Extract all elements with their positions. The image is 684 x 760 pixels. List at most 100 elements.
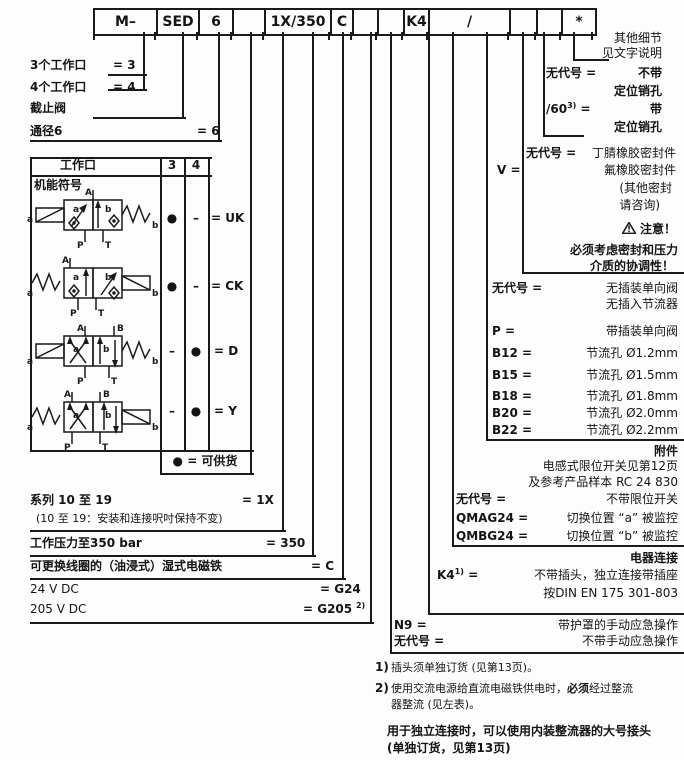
cv-p-code: P = <box>492 324 516 338</box>
code-solenoid: = C <box>311 559 335 573</box>
leader-line-horizontal <box>573 59 609 61</box>
leader-line-horizontal <box>543 135 584 137</box>
footnote2-pre: 使用交流电源给直流电磁铁供电时， <box>391 682 567 695</box>
table-header-col3: 3 <box>167 158 177 172</box>
svg-text:b: b <box>152 289 159 299</box>
seal-none-code: 无代号 = <box>526 146 577 160</box>
details-line1: 其他细节 <box>613 31 662 45</box>
model-code-row: M– SED 6 1X/350 C K4 / * <box>93 8 597 36</box>
label-size: 通径6 <box>30 124 63 138</box>
leader-line-vertical <box>350 32 352 40</box>
leader-line-vertical <box>559 32 561 40</box>
seal-warning-title: 注意！ <box>620 220 676 237</box>
svg-text:b: b <box>105 411 112 421</box>
label-series: 系列 10 至 19 <box>30 493 112 507</box>
man-n9-code: N9 = <box>394 618 427 632</box>
leader-line-vertical <box>428 32 430 613</box>
table-symbols-title: 机能符号 <box>34 178 83 192</box>
accessories-line2: 及参考产品样本 RC 24 830 <box>528 475 678 489</box>
leader-line-vertical <box>208 157 210 450</box>
pin-60-code: /603) = <box>546 102 591 117</box>
el-k4-eq: = <box>463 568 479 582</box>
leader-line-vertical <box>184 157 186 450</box>
cv-b12-text: 节流孔 Ø1.2mm <box>586 346 678 360</box>
el-text1: 不带插头，独立连接带插座 <box>533 568 678 582</box>
pin-60-eq: = <box>576 102 591 116</box>
leader-line-vertical <box>370 32 372 622</box>
table-legend: ● = 可供货 <box>172 454 238 468</box>
footnote2-marker: 2) <box>375 681 389 695</box>
label-shutoff: 截止阀 <box>30 101 67 115</box>
leader-line-horizontal <box>522 272 684 274</box>
mark-y-4: ● <box>190 404 202 418</box>
accessories-line1: 电感式限位开关见第12页 <box>542 459 678 473</box>
leader-line-vertical <box>486 32 488 439</box>
code-uk: = UK <box>211 211 245 225</box>
seal-v-text: 氟橡胶密封件 <box>603 163 676 177</box>
svg-text:A: A <box>77 324 84 334</box>
table-header-ports: 工作口 <box>60 158 97 172</box>
code-24v: = G24 <box>320 582 361 596</box>
code-box-sed: SED <box>158 10 200 34</box>
code-ck: = CK <box>211 279 244 293</box>
cv-b12-code: B12 = <box>492 346 533 360</box>
footnote2-text-line1: 使用交流电源给直流电磁铁供电时，必须经过整流 <box>391 681 633 696</box>
el-k4-footnote-ref: 1) <box>454 567 464 576</box>
code-box-voltage <box>354 10 379 34</box>
leader-line-vertical <box>262 32 264 40</box>
mark-d-3: – <box>169 344 175 358</box>
code-series: = 1X <box>242 493 274 507</box>
cv-b22-code: B22 = <box>492 423 533 437</box>
svg-text:a: a <box>73 411 79 421</box>
svg-text:a: a <box>73 205 79 215</box>
label-solenoid: 可更换线圈的（油浸式）湿式电磁铁 <box>30 559 223 573</box>
label-3ports: 3个工作口 <box>30 58 87 72</box>
label-4ports: 4个工作口 <box>30 80 87 94</box>
footnote1-text: 插头须单独订货 (见第13页)。 <box>391 661 539 674</box>
mark-ck-3: ● <box>166 279 178 293</box>
leader-line-vertical <box>426 32 428 40</box>
warning-title-text: 注意！ <box>639 222 676 236</box>
code-3ports: = 3 <box>113 58 136 72</box>
pin-60-text2: 定位销孔 <box>613 120 662 134</box>
note-series: (10 至 19：安装和连接呎吋保持不变) <box>36 512 223 525</box>
leader-line-vertical <box>342 32 344 578</box>
svg-text:b: b <box>105 205 112 215</box>
leader-line-vertical <box>375 32 377 40</box>
svg-text:b: b <box>105 273 112 283</box>
acc-qmag24-code: QMAG24 = <box>456 511 529 525</box>
code-d: = D <box>214 344 239 358</box>
leader-line-vertical <box>534 32 536 40</box>
cv-b22-text: 节流孔 Ø2.2mm <box>586 423 678 437</box>
man-n9-text: 带护罩的手动应急操作 <box>557 618 678 632</box>
code-box-spool <box>234 10 266 34</box>
mark-y-3: – <box>169 404 175 418</box>
cv-b20-text: 节流孔 Ø2.0mm <box>586 406 678 420</box>
seal-note1: (其他密封 <box>619 181 672 195</box>
svg-text:T: T <box>98 309 105 318</box>
man-none-code: 无代号 = <box>394 634 445 648</box>
svg-text:a: a <box>73 345 79 355</box>
footnote2-text-line2: 器整流 (见左表)。 <box>391 698 481 711</box>
valve-symbol-ck: ab ab A PT <box>27 256 159 318</box>
seal-warning-line1: 必须考虑密封和压力 <box>569 243 678 257</box>
leader-line-vertical <box>522 32 524 272</box>
el-text2: 按DIN EN 175 301-803 <box>543 586 678 600</box>
svg-text:P: P <box>77 241 84 250</box>
valve-symbol-uk: ab ab A PT <box>27 188 159 250</box>
seal-note2: 请咨询) <box>619 198 660 212</box>
accessories-title: 附件 <box>653 444 678 458</box>
leader-line-horizontal <box>428 613 684 615</box>
label-205v: 205 V DC <box>30 602 87 616</box>
mark-uk-3: ● <box>166 211 178 225</box>
leader-line-vertical <box>573 32 575 59</box>
code-pressure: = 350 <box>266 536 306 550</box>
leader-line-horizontal <box>108 89 147 91</box>
leader-line-vertical <box>390 32 392 652</box>
cv-b18-code: B18 = <box>492 389 533 403</box>
svg-text:B: B <box>117 324 124 334</box>
leader-line-horizontal <box>30 140 222 142</box>
leader-line-horizontal <box>30 555 316 557</box>
leader-line-vertical <box>30 157 32 450</box>
svg-text:A: A <box>64 390 71 400</box>
